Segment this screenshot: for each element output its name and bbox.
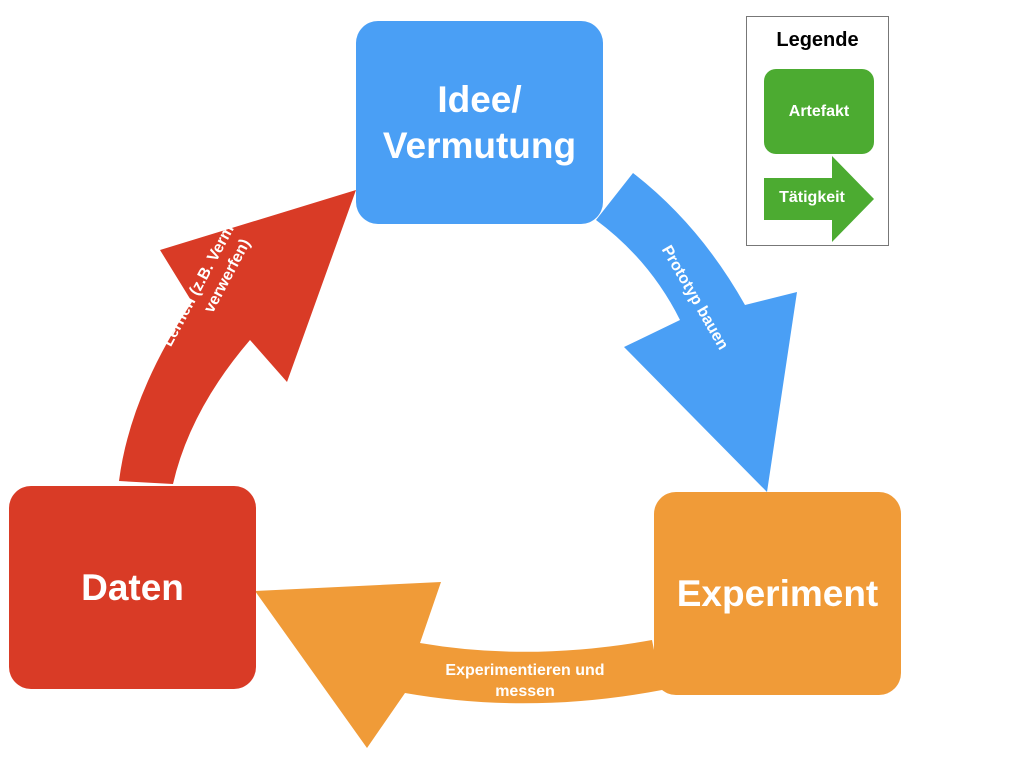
node-idea: Idee/ Vermutung <box>356 21 603 224</box>
idea-line1: Idee/ <box>437 78 522 120</box>
node-experiment: Experiment <box>654 492 901 695</box>
node-data: Daten <box>9 486 256 689</box>
legend-artefact-label: Artefakt <box>788 102 850 120</box>
experimentieren-line2: messen <box>495 683 555 700</box>
data-label: Daten <box>81 566 184 608</box>
idea-line2: Vermutung <box>382 124 577 166</box>
legend-activity-arrow-icon <box>764 156 874 242</box>
experimentieren-line1: Experimentieren und <box>445 662 605 679</box>
legend-artefact: Artefakt <box>764 69 874 154</box>
experiment-label: Experiment <box>676 572 879 614</box>
legend-activity-label: Tätigkeit <box>779 189 845 206</box>
edge-label-experimentieren: Experimentieren und messen <box>400 660 650 702</box>
legend-title: Legende <box>776 29 859 51</box>
legend: Legende Artefakt Tätigkeit <box>746 16 889 246</box>
arrow-experimentieren <box>255 582 662 748</box>
arrow-lernen <box>119 190 356 484</box>
arrow-prototype <box>596 173 797 492</box>
